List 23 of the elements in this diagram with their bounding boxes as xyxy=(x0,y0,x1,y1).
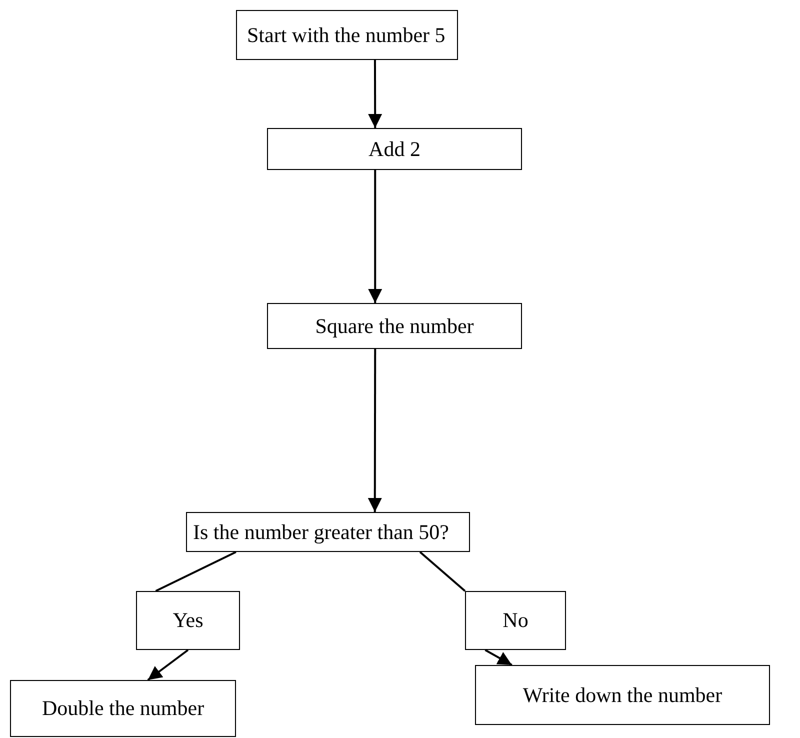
arrow xyxy=(368,170,382,303)
arrow xyxy=(368,60,382,128)
process-box xyxy=(475,665,770,725)
box-text: Start with the number 5 xyxy=(247,22,446,48)
box-text: Double the number xyxy=(42,696,204,721)
process-box xyxy=(10,680,236,737)
process-box xyxy=(465,591,566,650)
box-text: Square the number xyxy=(315,314,474,338)
arrow xyxy=(368,349,382,512)
arrow xyxy=(147,649,189,681)
box-text: Yes xyxy=(172,608,204,633)
process-box xyxy=(267,303,522,349)
box-text: Add 2 xyxy=(368,136,420,162)
connector-line xyxy=(419,551,466,592)
process-box xyxy=(236,10,458,60)
box-text: Write down the number xyxy=(522,682,722,708)
connector-line xyxy=(155,551,236,592)
process-box xyxy=(136,591,240,650)
process-box xyxy=(186,512,470,552)
box-text: Is the number greater than 50? xyxy=(193,520,449,544)
process-box xyxy=(267,128,522,170)
arrow xyxy=(484,649,512,666)
box-text: No xyxy=(502,608,528,633)
